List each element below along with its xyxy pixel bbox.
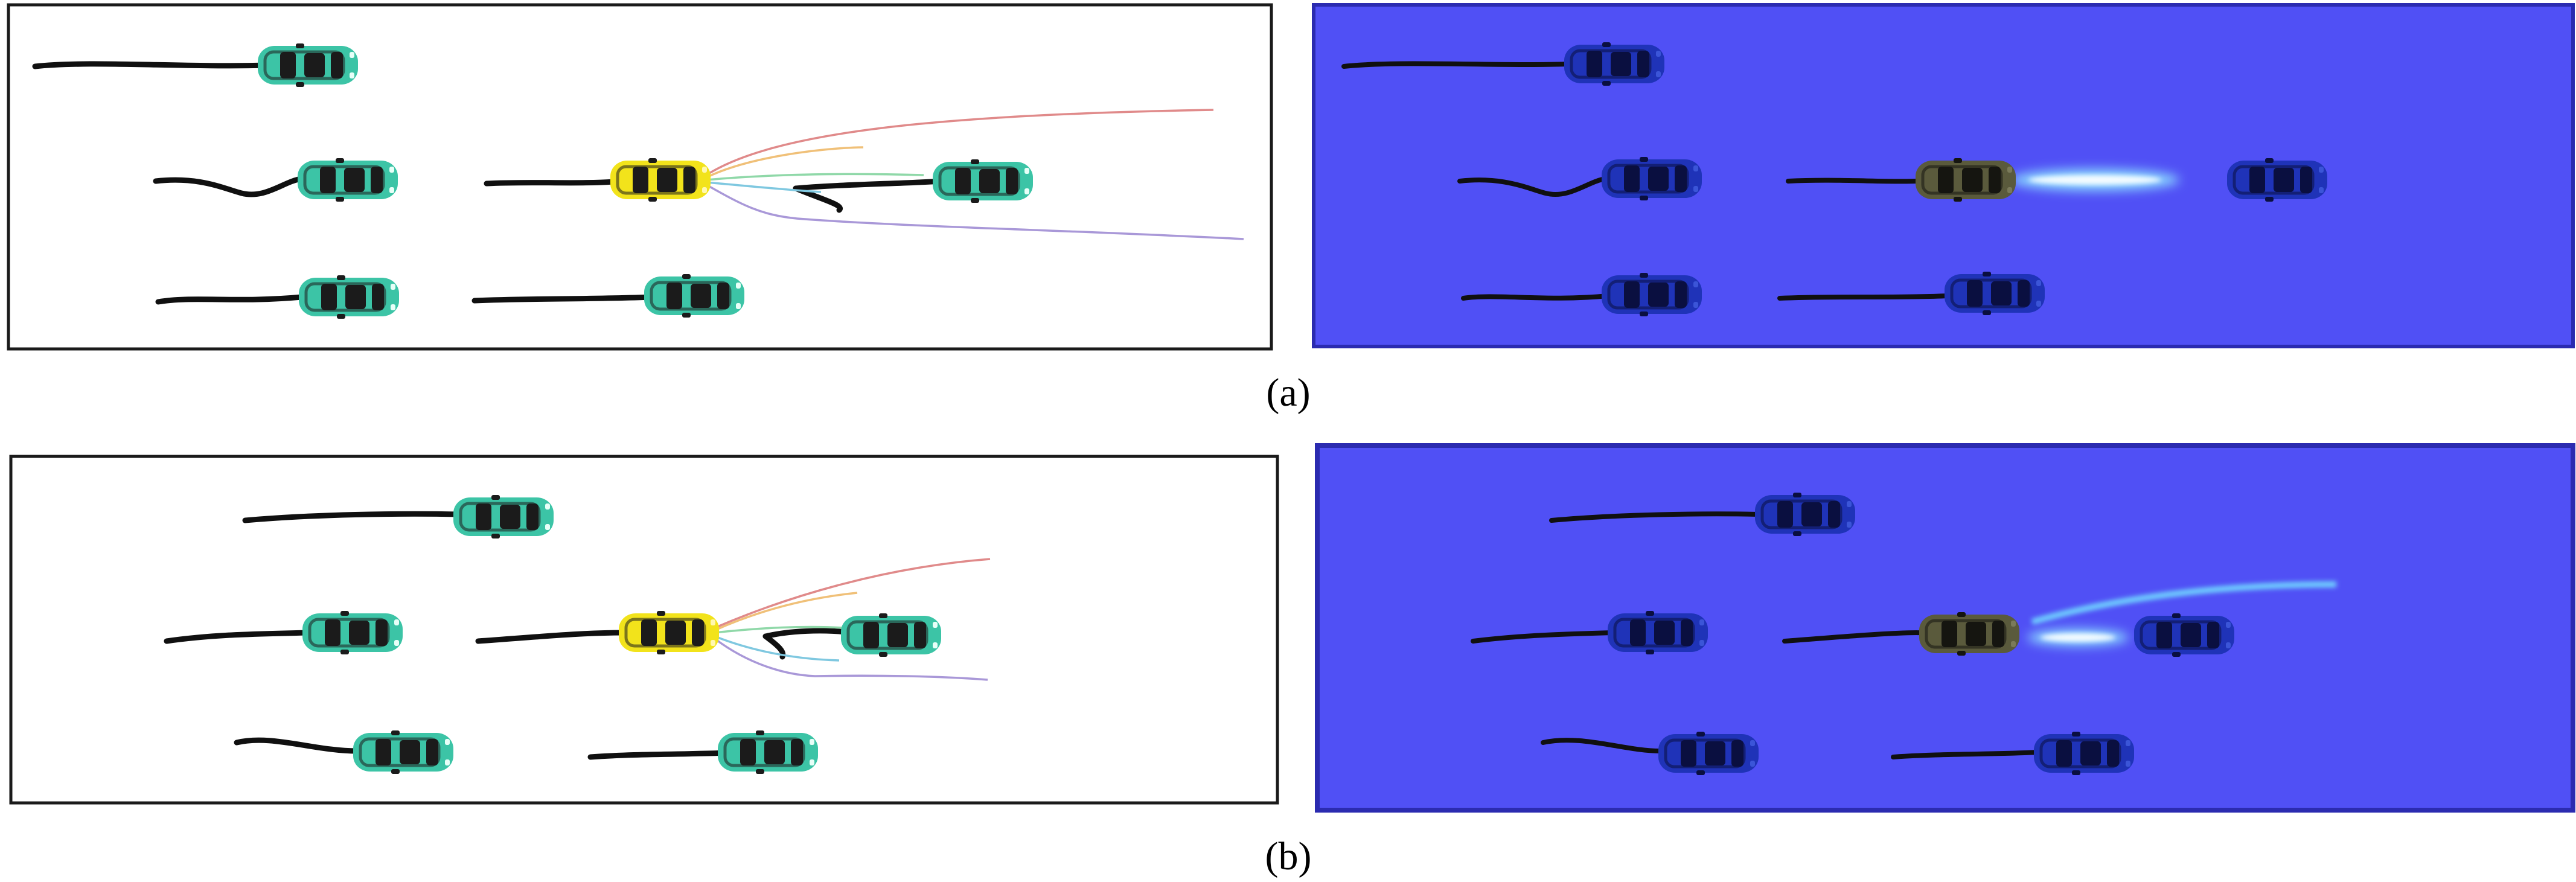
history-track [1541, 738, 1663, 753]
car-top-view-icon [2134, 613, 2234, 657]
car-top-view-icon [258, 43, 358, 87]
history-track [1782, 630, 1926, 644]
panel-a-attention-tracks [1341, 61, 1950, 301]
car-top-view-icon [2227, 158, 2327, 202]
car-top-view-icon [610, 158, 711, 202]
car-top-view-icon [1658, 732, 1759, 775]
panel-b-attention-tracks [1471, 511, 2041, 759]
car-top-view-icon [1602, 157, 1702, 200]
car-top-view-icon [1919, 612, 2019, 656]
predicted-path [714, 635, 840, 662]
predicted-path [706, 184, 1244, 240]
car-top-view-icon [1755, 493, 1855, 536]
panel-a-vehicles [258, 43, 1033, 319]
car-top-view-icon [1564, 42, 1664, 86]
predicted-path [706, 109, 1214, 176]
panel-b-attention-highlight [2027, 581, 2337, 646]
car-top-view-icon [1945, 272, 2045, 315]
history-track [1777, 293, 1950, 301]
car-top-view-icon [619, 611, 719, 654]
car-top-view-icon [2034, 732, 2134, 775]
history-track [1549, 511, 1760, 523]
car-top-view-icon [644, 274, 744, 318]
car-top-view-icon [299, 275, 399, 319]
car-top-view-icon [718, 730, 818, 774]
car-top-view-icon [298, 158, 398, 202]
history-track [484, 178, 625, 187]
panel-b-vehicles [302, 495, 941, 774]
caption-a: (a) [1266, 371, 1311, 415]
predicted-path [706, 146, 864, 179]
panel-a-attention-vehicles [1564, 42, 2327, 316]
history-track [471, 294, 655, 304]
predicted-path [706, 173, 924, 181]
predicted-path [714, 638, 988, 681]
car-top-view-icon [933, 159, 1033, 203]
panel-a-prediction-paths [706, 109, 1244, 240]
history-track [242, 511, 462, 523]
history-track [155, 294, 305, 305]
history-track [1461, 293, 1611, 301]
car-top-view-icon [1602, 273, 1702, 316]
history-track [1786, 177, 1920, 184]
predicted-path [714, 592, 858, 631]
panel-b-prediction-paths [714, 558, 991, 681]
car-top-view-icon [1608, 611, 1708, 654]
car-top-view-icon [453, 495, 554, 538]
panel-a-attention-highlight [2010, 169, 2179, 191]
predicted-path [714, 558, 991, 629]
car-top-view-icon [841, 613, 941, 657]
history-track [1471, 630, 1614, 644]
predicted-path [706, 181, 822, 193]
predicted-path [714, 625, 846, 634]
car-top-view-icon [353, 730, 453, 774]
history-track [793, 178, 945, 191]
history-track [32, 61, 269, 69]
panel-a-history-tracks [32, 61, 945, 305]
car-top-view-icon [1916, 158, 2016, 202]
history-track [164, 630, 311, 644]
panel-b-attention-vehicles [1608, 493, 2234, 775]
history-track [1457, 176, 1608, 197]
caption-b: (b) [1265, 834, 1312, 878]
history-track [1891, 750, 2041, 759]
history-track [234, 737, 360, 754]
history-track [1341, 61, 1572, 69]
car-top-view-icon [302, 611, 403, 654]
history-track [153, 176, 305, 197]
history-track [475, 630, 627, 644]
